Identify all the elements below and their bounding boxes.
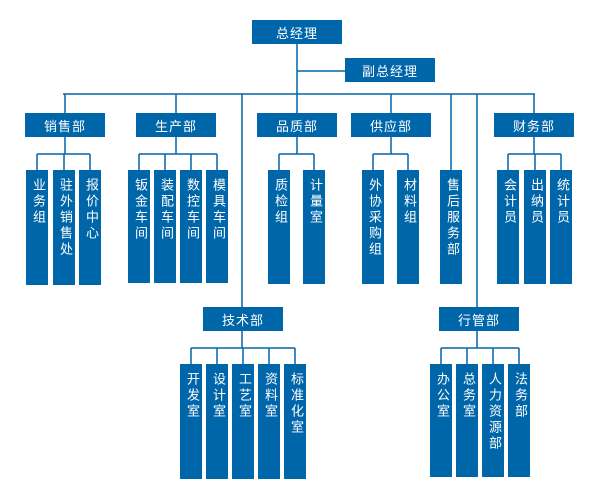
unit-box: 设计室 (206, 364, 228, 479)
unit-box: 驻外销售处 (53, 170, 75, 285)
unit-label: 会计员 (501, 178, 516, 226)
department-box: 技术部 (203, 307, 283, 331)
unit-label: 总务室 (460, 372, 475, 420)
unit-label: 售后服务部 (444, 178, 459, 258)
unit-label: 钣金车间 (132, 178, 147, 242)
unit-box: 标准化室 (284, 364, 306, 479)
unit-box: 办公室 (430, 364, 452, 477)
department-box: 售后服务部 (440, 170, 462, 284)
unit-label: 装配车间 (158, 178, 173, 242)
unit-box: 数控车间 (180, 170, 202, 283)
unit-label: 报价中心 (83, 178, 98, 242)
unit-box: 业务组 (26, 170, 48, 285)
unit-box: 会计员 (497, 170, 519, 284)
unit-box: 质检组 (268, 170, 290, 284)
unit-box: 统计员 (550, 170, 572, 284)
department-box: 行管部 (439, 307, 519, 331)
unit-label: 开发室 (184, 372, 199, 420)
unit-label: 计量室 (307, 178, 322, 226)
unit-label: 工艺室 (236, 372, 251, 420)
unit-box: 外协采购组 (362, 170, 384, 284)
ceo-box: 总经理 (252, 20, 342, 44)
unit-label: 质检组 (272, 178, 287, 226)
unit-box: 开发室 (180, 364, 202, 479)
unit-box: 装配车间 (154, 170, 176, 283)
unit-label: 人力资源部 (486, 372, 501, 452)
unit-label: 业务组 (30, 178, 45, 226)
unit-label: 设计室 (210, 372, 225, 420)
unit-box: 材料组 (397, 170, 419, 284)
unit-box: 计量室 (303, 170, 325, 284)
deputy-box: 副总经理 (345, 58, 435, 82)
unit-label: 法务部 (512, 372, 527, 420)
unit-box: 报价中心 (79, 170, 101, 285)
department-box: 供应部 (351, 113, 431, 137)
unit-label: 出纳员 (528, 178, 543, 226)
unit-label: 标准化室 (288, 372, 303, 436)
unit-label: 资料室 (262, 372, 277, 420)
unit-box: 法务部 (508, 364, 530, 477)
unit-label: 材料组 (401, 178, 416, 226)
unit-label: 驻外销售处 (57, 178, 72, 258)
unit-label: 统计员 (554, 178, 569, 226)
department-box: 财务部 (494, 113, 574, 137)
unit-label: 模具车间 (210, 178, 225, 242)
unit-box: 钣金车间 (128, 170, 150, 283)
unit-box: 资料室 (258, 364, 280, 479)
unit-label: 数控车间 (184, 178, 199, 242)
unit-box: 人力资源部 (482, 364, 504, 477)
department-box: 生产部 (136, 113, 216, 137)
unit-box: 模具车间 (206, 170, 228, 283)
department-box: 品质部 (257, 113, 337, 137)
unit-box: 总务室 (456, 364, 478, 477)
unit-box: 工艺室 (232, 364, 254, 479)
unit-label: 外协采购组 (366, 178, 381, 258)
unit-box: 出纳员 (524, 170, 546, 284)
department-box: 销售部 (25, 113, 105, 137)
unit-label: 办公室 (434, 372, 449, 420)
